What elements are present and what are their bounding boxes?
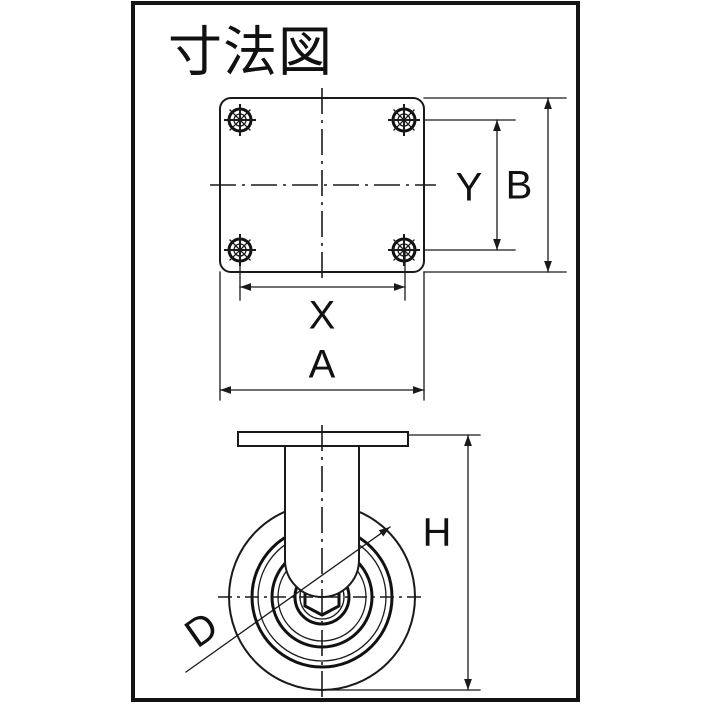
dimension-Y-label: Y (456, 166, 483, 210)
bolt-hole-top-left (224, 104, 256, 136)
dimension-D-leader-line (185, 526, 391, 673)
dimension-A: A (219, 271, 425, 401)
bolt-hole-bottom-right (388, 234, 420, 266)
side-view-group: H D (177, 425, 481, 700)
top-view-group: Y B X A (210, 88, 567, 401)
dimension-B-label: B (506, 164, 533, 208)
dimension-Y: Y (456, 119, 501, 251)
dimension-A-label: A (309, 343, 336, 387)
dimension-H: H (423, 434, 472, 691)
dimension-H-label: H (423, 511, 452, 555)
bolt-hole-top-right (388, 104, 420, 136)
side-mounting-plate (237, 431, 409, 447)
dimension-X: X (239, 249, 406, 338)
page-title: 寸法図 (168, 21, 333, 84)
dimension-X-label: X (309, 294, 336, 338)
dimension-B: B (506, 97, 552, 273)
